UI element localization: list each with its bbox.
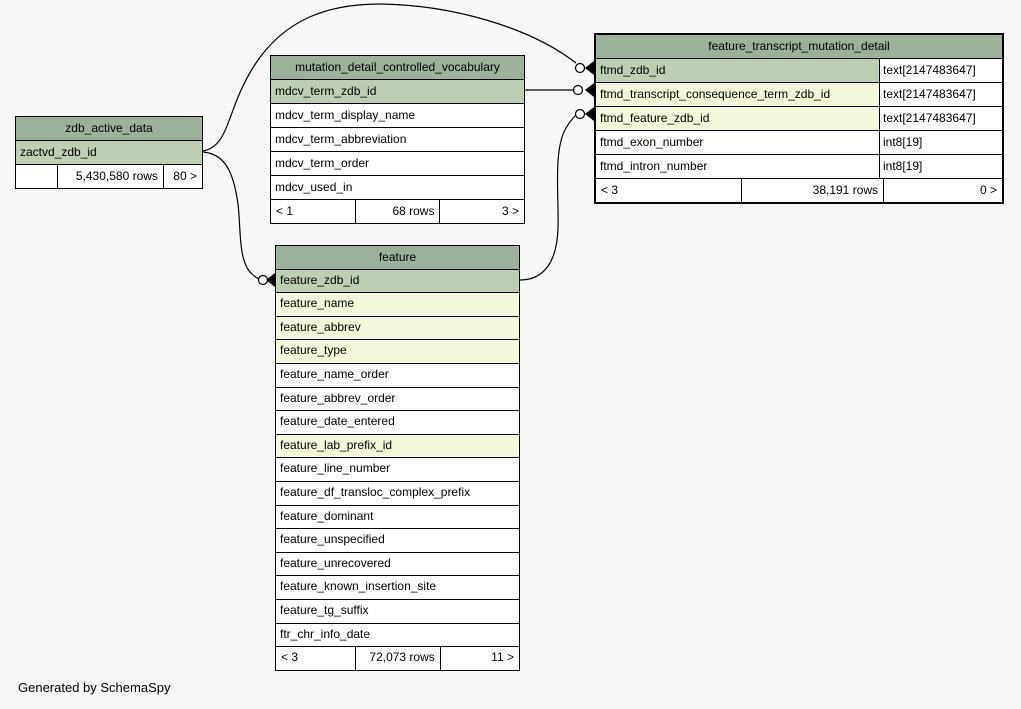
column-feature_abbrev_order: feature_abbrev_order: [276, 386, 519, 411]
zero-cardinality-dot-icon: [257, 274, 269, 286]
column-name: feature_type: [280, 343, 347, 358]
footer-row-count: 38,191 rows: [740, 179, 884, 202]
column-feature_type: feature_type: [276, 339, 519, 363]
table-header-feature[interactable]: feature: [276, 246, 519, 269]
crowfoot-arrow-icon: [585, 83, 594, 97]
column-name: mdcv_used_in: [275, 180, 353, 194]
footer-row-count: 68 rows: [355, 200, 439, 223]
table-header-zdb_active_data[interactable]: zdb_active_data: [16, 117, 202, 140]
column-name: zactvd_zdb_id: [20, 145, 97, 159]
column-name: feature_known_insertion_site: [280, 579, 437, 594]
column-name: ftmd_transcript_consequence_term_zdb_id: [600, 87, 831, 101]
column-name: feature_tg_suffix: [280, 602, 369, 617]
footer-children-count: 3 >: [439, 200, 524, 223]
column-name: feature_name: [280, 296, 355, 311]
relationship-edge-1: [202, 151, 275, 287]
column-feature_line_number: feature_line_number: [276, 457, 519, 481]
zero-cardinality-dot-icon: [574, 108, 586, 120]
column-name: feature_line_number: [280, 461, 391, 476]
column-name: feature_abbrev_order: [280, 390, 396, 405]
column-name: feature_dominant: [280, 508, 374, 523]
column-feature_abbrev: feature_abbrev: [276, 315, 519, 340]
column-ftmd_zdb_id: ftmd_zdb_id text[2147483647]: [596, 58, 1002, 82]
column-type: text[2147483647]: [879, 107, 1002, 130]
column-feature_lab_prefix_id: feature_lab_prefix_id: [276, 433, 519, 458]
crowfoot-arrow-icon: [266, 273, 275, 287]
column-name: ftmd_exon_number: [600, 135, 704, 149]
column-name: ftmd_feature_zdb_id: [600, 111, 710, 125]
column-name: feature_unrecovered: [280, 555, 391, 570]
column-name: feature_abbrev: [280, 319, 361, 334]
zero-cardinality-dot-icon: [574, 62, 586, 74]
column-ftr_chr_info_date: ftr_chr_info_date: [276, 622, 519, 647]
column-ftmd_exon_number: ftmd_exon_number int8[19]: [596, 130, 1002, 154]
column-name: ftmd_zdb_id: [600, 63, 666, 77]
column-name: feature_lab_prefix_id: [280, 437, 393, 452]
column-feature_date_entered: feature_date_entered: [276, 410, 519, 434]
relationship-edge-2: [525, 83, 594, 97]
column-zactvd_zdb_id: zactvd_zdb_id: [16, 140, 202, 164]
footer-children-count: 0 >: [883, 179, 1002, 202]
column-name: mdcv_term_abbreviation: [275, 132, 407, 146]
column-mdcv_used_in: mdcv_used_in: [271, 175, 524, 199]
relationship-edge-0: [202, 3, 594, 152]
column-mdcv_term_zdb_id: mdcv_term_zdb_id: [271, 79, 524, 103]
table-zdb_active_data: zdb_active_data zactvd_zdb_id 5,430,580 ro…: [15, 116, 203, 189]
footer-parents-count: < 3: [281, 650, 299, 665]
column-feature_name_order: feature_name_order: [276, 362, 519, 387]
generated-by-note: Generated by SchemaSpy: [18, 680, 171, 695]
column-name: feature_name_order: [280, 366, 389, 381]
relationship-line: [202, 151, 260, 280]
column-name: feature_date_entered: [280, 414, 395, 429]
column-name: feature_zdb_id: [280, 272, 360, 287]
column-feature_name: feature_name: [276, 292, 519, 316]
footer-children-count: 80 >: [162, 165, 202, 188]
column-feature_tg_suffix: feature_tg_suffix: [276, 598, 519, 623]
column-feature_known_insertion_site: feature_known_insertion_site: [276, 575, 519, 599]
column-feature_zdb_id: feature_zdb_id: [276, 268, 519, 293]
column-mdcv_term_abbreviation: mdcv_term_abbreviation: [271, 127, 524, 151]
column-type: text[2147483647]: [879, 83, 1002, 106]
column-feature_unrecovered: feature_unrecovered: [276, 551, 519, 576]
column-name: mdcv_term_order: [275, 156, 370, 170]
crowfoot-arrow-icon: [585, 61, 594, 75]
column-name: feature_df_transloc_complex_prefix: [280, 484, 471, 499]
column-mdcv_term_order: mdcv_term_order: [271, 151, 524, 175]
column-feature_df_transloc_complex_prefix: feature_df_transloc_complex_prefix: [276, 480, 519, 505]
relationship-edge-3: [519, 107, 594, 281]
table-header-feature_transcript_mutation_detail[interactable]: feature_transcript_mutation_detail: [596, 35, 1002, 58]
column-mdcv_term_display_name: mdcv_term_display_name: [271, 103, 524, 127]
footer-children-count: 11 >: [439, 647, 519, 670]
column-ftmd_intron_number: ftmd_intron_number int8[19]: [596, 154, 1002, 178]
relationship-line: [519, 114, 577, 281]
table-header-mutation_detail_controlled_vocabulary[interactable]: mutation_detail_controlled_vocabulary: [271, 56, 524, 79]
column-name: ftmd_intron_number: [600, 159, 708, 173]
column-name: mdcv_term_display_name: [275, 108, 416, 122]
column-feature_dominant: feature_dominant: [276, 504, 519, 529]
column-ftmd_transcript_consequence_term_zdb_id: ftmd_transcript_consequence_term_zdb_id t…: [596, 82, 1002, 106]
column-type: text[2147483647]: [879, 59, 1002, 82]
column-type: int8[19]: [879, 155, 1002, 178]
footer-parents-count: < 1: [276, 204, 294, 218]
zero-cardinality-dot-icon: [572, 84, 584, 96]
relationship-line: [202, 3, 577, 152]
footer-row-count: 72,073 rows: [355, 647, 439, 670]
column-type: int8[19]: [879, 131, 1002, 154]
footer-parents-count: < 3: [601, 183, 619, 197]
column-name: ftr_chr_info_date: [280, 626, 371, 641]
column-ftmd_feature_zdb_id: ftmd_feature_zdb_id text[2147483647]: [596, 106, 1002, 130]
footer-row-count: 5,430,580 rows: [56, 165, 163, 188]
column-feature_unspecified: feature_unspecified: [276, 528, 519, 552]
footer-parents-count: [16, 165, 57, 188]
column-name: feature_unspecified: [280, 532, 385, 547]
crowfoot-arrow-icon: [585, 107, 594, 121]
column-name: mdcv_term_zdb_id: [275, 84, 377, 98]
